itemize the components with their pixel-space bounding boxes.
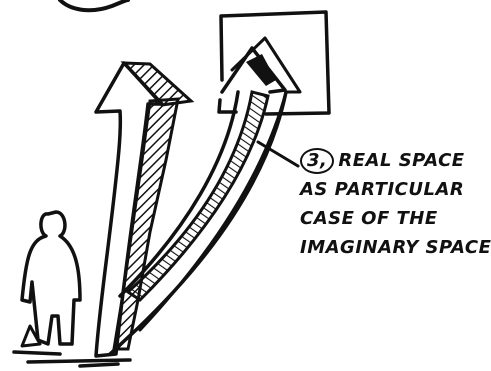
caption-line-3: CASE OF THE [300,204,490,233]
human-figure [22,212,80,344]
caption-line-4: IMAGINARY SPACE, [300,233,490,262]
left-arrow-side [114,99,178,349]
caption: 3,REAL SPACE AS PARTICULAR CASE OF THE I… [300,146,490,262]
caption-text-1: REAL SPACE [338,150,464,171]
circle-fragment [60,0,128,10]
caption-number: 3, [300,148,334,174]
caption-line-2: AS PARTICULAR [300,175,490,204]
caption-line-1: 3,REAL SPACE [300,146,490,175]
